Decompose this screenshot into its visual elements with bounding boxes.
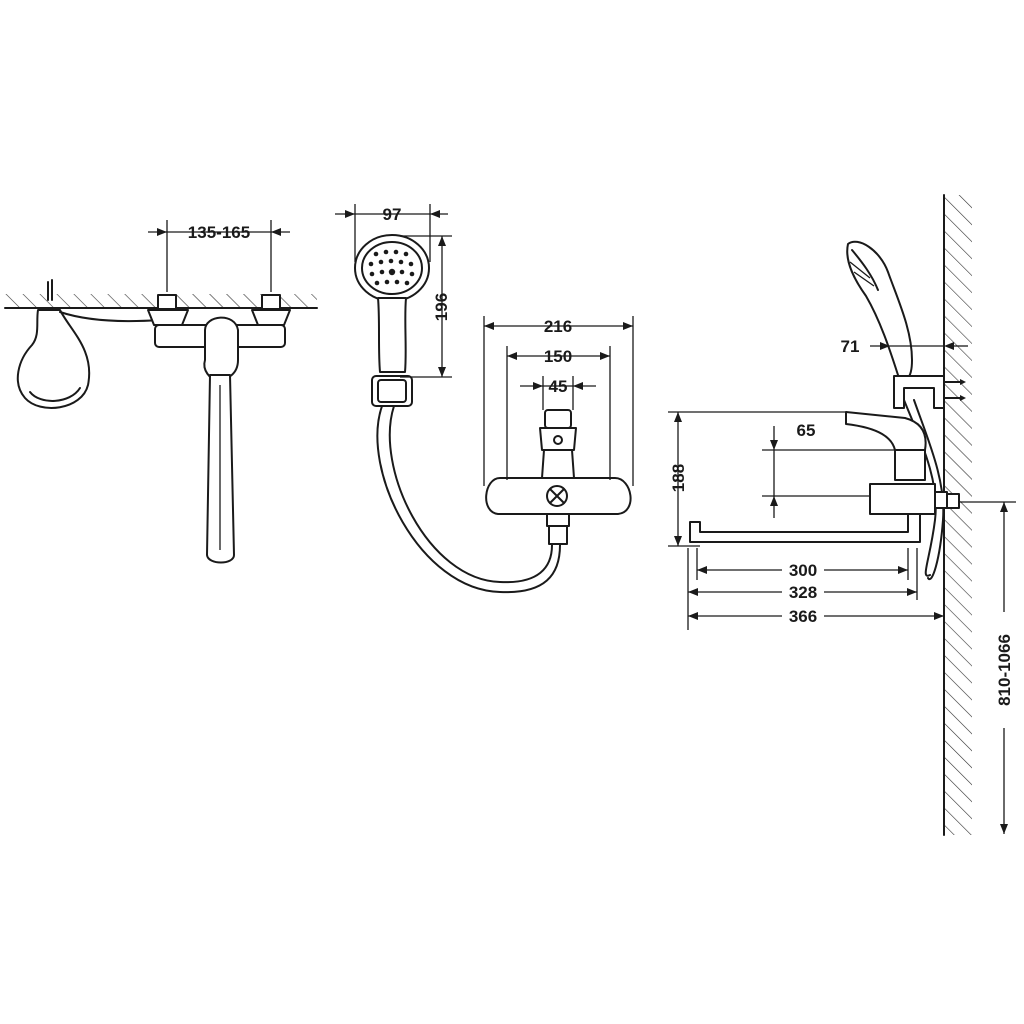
inlet-nut-left <box>157 294 177 310</box>
wall-side-view <box>944 195 972 835</box>
dimension-spout-300: 300 <box>696 548 909 580</box>
shower-holder-front-view <box>371 375 413 407</box>
hand-shower-top-view <box>16 309 91 409</box>
dimension-mount-height: 810-1066 <box>960 501 1016 834</box>
inlet-nut-right <box>261 294 281 310</box>
mixer-cartridge <box>544 409 572 429</box>
dimension-body-mid: 150 <box>506 346 611 480</box>
dim-label-mount-height: 810-1066 <box>995 634 1014 706</box>
shower-head-front-view <box>354 234 430 302</box>
mixer-lever-top-view <box>203 316 239 381</box>
dim-label-body-core: 45 <box>549 377 568 396</box>
dim-label-spout-300: 300 <box>789 561 817 580</box>
shower-nozzles <box>368 249 415 286</box>
front-view: 97 196 216 150 <box>335 204 634 594</box>
dim-label-body-outer: 216 <box>544 317 572 336</box>
dim-label-head-diameter: 97 <box>383 205 402 224</box>
dimension-head-diameter: 97 <box>335 204 448 262</box>
top-view: 135-165 <box>4 220 318 564</box>
dimension-spout-offset: 65 <box>762 421 895 518</box>
dimension-spout-328: 328 <box>687 548 918 630</box>
dim-label-holder-offset: 71 <box>841 337 860 356</box>
shower-hose <box>376 405 561 594</box>
dim-label-spout-328: 328 <box>789 583 817 602</box>
dim-label-handshower-length: 196 <box>432 293 451 321</box>
side-view: 188 65 71 300 <box>668 194 1016 836</box>
dimension-holder-offset: 71 <box>841 337 968 356</box>
shower-holder-side-view <box>893 375 945 409</box>
dimension-inlet-spacing: 135-165 <box>148 220 290 292</box>
dim-label-spout-366: 366 <box>789 607 817 626</box>
mixer-lever-side-view <box>845 411 927 451</box>
dimension-mixer-height: 188 <box>668 411 846 547</box>
dimension-handshower-length: 196 <box>400 235 452 378</box>
dim-label-spout-offset: 65 <box>797 421 816 440</box>
dim-label-inlet-spacing: 135-165 <box>188 223 250 242</box>
dimension-spout-366: 366 <box>688 605 944 626</box>
dimension-body-outer: 216 <box>483 316 634 486</box>
mixer-body-side-view <box>869 483 936 515</box>
shower-handle-front-view <box>377 297 407 373</box>
dim-label-mixer-height: 188 <box>669 464 688 492</box>
dim-label-body-mid: 150 <box>544 347 572 366</box>
spout-side-view <box>689 513 921 543</box>
dimension-body-core: 45 <box>520 376 596 410</box>
hand-shower-side-view <box>846 240 913 381</box>
